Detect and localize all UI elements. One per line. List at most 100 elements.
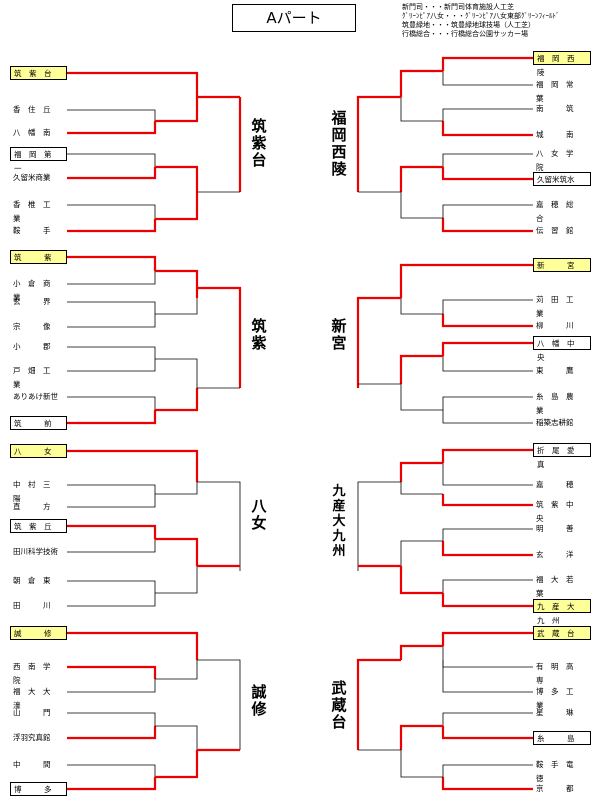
bracket-line: [400, 298, 443, 315]
bracket-line: [442, 764, 533, 777]
team-left: 小 郡: [13, 342, 51, 351]
team-left: 中 村 三 陽: [13, 480, 58, 503]
bracket-line: [155, 165, 199, 192]
block-winner-label: 誠修: [251, 683, 267, 718]
venue-legend: 新門司・・・新門司体育施設人工芝 ｸﾞﾘｰﾝﾋﾟｱ八女・・・ｸﾞﾘｰﾝﾋﾟｱ八女…: [402, 3, 598, 39]
bracket-line: [155, 298, 198, 315]
bracket-line: [441, 593, 533, 608]
block-winner-label: 筑紫: [251, 317, 267, 352]
bracket-line: [441, 167, 533, 181]
bracket-line: [155, 725, 198, 750]
bracket-line: [442, 579, 533, 593]
team-left: 鞍 手: [13, 226, 51, 235]
bracket-line: [67, 314, 156, 328]
team-right: 稲築志耕館: [536, 418, 574, 427]
team-right: 八 女 学 院: [536, 149, 581, 172]
bracket-line: [155, 388, 199, 412]
team-right: 有 明 高 専: [536, 662, 581, 685]
team-right: 南 筑: [536, 104, 574, 113]
bracket-line: [441, 631, 533, 646]
team-right: 嘉 穂 総 合: [536, 200, 581, 223]
bracket-line: [67, 712, 156, 726]
bracket-line: [442, 410, 533, 424]
bracket-line: [356, 658, 401, 750]
venue-line: 筑豊緑地・・・筑豊緑地球技場（人工芝）: [402, 21, 535, 29]
team-right: 久留米筑水: [533, 172, 591, 186]
bracket-line: [399, 69, 443, 97]
bracket-line: [67, 167, 157, 180]
team-right: 糸 島: [533, 731, 591, 745]
bracket-line: [67, 219, 157, 233]
team-left: 小 倉 商 業: [13, 279, 58, 302]
bracket-line: [442, 646, 533, 668]
bracket-line: [442, 396, 533, 410]
bracket-line: [441, 726, 533, 740]
bracket-line: [441, 777, 533, 791]
team-right: 東 鷹: [536, 366, 574, 375]
bracket-line: [67, 580, 156, 593]
team-left: 浮羽究真館: [13, 733, 51, 742]
bracket-line: [400, 97, 443, 122]
bracket-line: [442, 71, 533, 86]
bracket-line: [400, 192, 443, 219]
bracket-line: [357, 481, 401, 571]
block-winner-label: 新宮: [331, 317, 347, 352]
bracket-line: [399, 165, 443, 192]
bracket-line: [67, 271, 156, 285]
bracket-line: [197, 481, 241, 571]
team-right: 福 岡 西 陵: [533, 51, 591, 77]
team-left: 久留米商業: [13, 173, 51, 182]
bracket-line: [441, 448, 533, 463]
team-right: 九 産 大 九 州: [533, 599, 591, 625]
venue-line: 行橋総合・・・行橋総合公園サッカー場: [402, 30, 528, 38]
bracket-line: [67, 71, 199, 97]
team-left: 八 女: [10, 444, 67, 458]
team-left: 玄 界: [13, 297, 51, 306]
bracket-line: [442, 528, 533, 541]
bracket-line: [155, 750, 199, 779]
bracket-line: [442, 108, 533, 121]
bracket-line: [441, 121, 533, 137]
team-left: 田 川: [13, 601, 51, 610]
team-left: 筑 紫 丘: [10, 519, 67, 533]
team-left: 香 住 丘: [13, 105, 51, 114]
team-right: 新 宮: [533, 258, 591, 272]
bracket-line: [441, 56, 533, 71]
bracket-line: [197, 286, 242, 388]
bracket-line: [441, 541, 533, 557]
bracket-line: [67, 121, 157, 135]
team-left: 福 大 大 濠: [13, 687, 58, 710]
bracket-line: [442, 153, 533, 167]
team-left: 戸 畑 工 業: [13, 366, 58, 389]
bracket-line: [441, 314, 533, 328]
block-winner-label: 九産大九州: [332, 484, 346, 559]
bracket-line: [399, 263, 533, 298]
bracket-line: [442, 463, 533, 486]
team-right: 博 多 工 業: [536, 687, 581, 710]
team-right: 折 尾 愛 真: [533, 443, 591, 469]
team-left: ありあけ新世: [13, 392, 58, 401]
bracket-line: [442, 204, 533, 218]
bracket-line: [67, 109, 156, 121]
bracket-line: [67, 346, 156, 359]
bracket-line: [67, 204, 156, 219]
team-right: 筑 紫 中 央: [536, 500, 581, 523]
bracket-line: [67, 777, 157, 791]
team-right: 武 蔵 台: [533, 626, 591, 640]
bracket-line: [356, 95, 401, 192]
bracket-line: [67, 665, 157, 679]
bracket-line: [400, 482, 443, 495]
team-right: 京 都: [536, 784, 574, 793]
team-right: 伝 習 館: [536, 226, 574, 235]
venue-line: ｸﾞﾘｰﾝﾋﾟｱ八女・・・ｸﾞﾘｰﾝﾋﾟｱ八女東部ｸﾞﾘｰﾝﾌｨｰﾙﾄﾞ: [402, 12, 560, 20]
team-right: 玄 洋: [536, 550, 574, 559]
bracket-line: [67, 764, 156, 777]
bracket-line: [67, 396, 156, 410]
team-left: 西 南 学 院: [13, 662, 58, 685]
bracket-line: [399, 566, 443, 595]
bracket-line: [67, 593, 156, 607]
team-right: 鞍 手 竜 徳: [536, 760, 581, 783]
team-right: 嘉 穂: [536, 480, 574, 489]
team-right: 柳 川: [536, 321, 574, 330]
